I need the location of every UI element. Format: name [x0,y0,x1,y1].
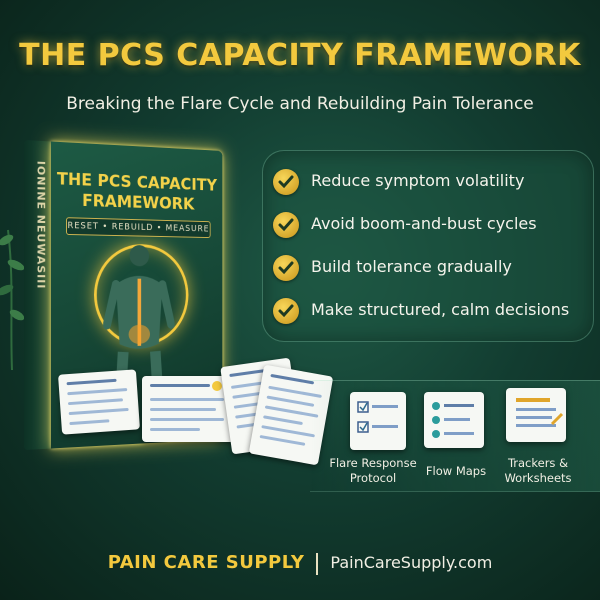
document-card [142,376,234,442]
checkmark-icon [273,255,299,281]
brand-name: PAIN CARE SUPPLY [107,552,305,573]
book-tagline: RESET • REBUILD • MEASURE [66,217,211,239]
plant-icon [0,229,24,370]
back-pain-figure-icon [103,244,174,384]
book-title: THE PCS CAPACITY FRAMEWORK [51,169,222,216]
page-title: THE PCS CAPACITY FRAMEWORK [19,38,581,73]
checkmark-icon [273,212,299,238]
site-link[interactable]: PainCareSupply.com [330,553,493,572]
benefit-text: Avoid boom-and-bust cycles [311,214,537,233]
document-card [58,369,140,435]
resource-label: Flow Maps [425,464,487,478]
resource-label: Trackers & Worksheets [504,456,572,485]
flow-list-card-icon [424,392,484,448]
page-subtitle: Breaking the Flare Cycle and Rebuilding … [66,94,534,114]
book-spine: IONINE NEUWASIII [24,140,51,450]
checkmark-icon [273,169,299,195]
footer: PAIN CARE SUPPLY PainCareSupply.com [0,552,600,592]
checkmark-icon [273,298,299,324]
resource-label: Flare Response Protocol [329,456,417,485]
book-cover: THE PCS CAPACITY FRAMEWORK RESET • REBUI… [50,141,223,449]
book-spine-text: IONINE NEUWASIII [34,160,48,290]
checklist-clipboard-icon [350,392,406,450]
footer-divider [316,552,319,575]
worksheet-icon [506,388,566,442]
benefit-text: Make structured, calm decisions [311,300,570,319]
benefit-text: Build tolerance gradually [311,257,512,276]
book-mockup: IONINE NEUWASIII THE PCS CAPACITY FRAMEW… [24,140,223,450]
benefit-text: Reduce symptom volatility [311,171,525,190]
benefits-panel: Reduce symptom volatility Avoid boom-and… [262,150,594,342]
